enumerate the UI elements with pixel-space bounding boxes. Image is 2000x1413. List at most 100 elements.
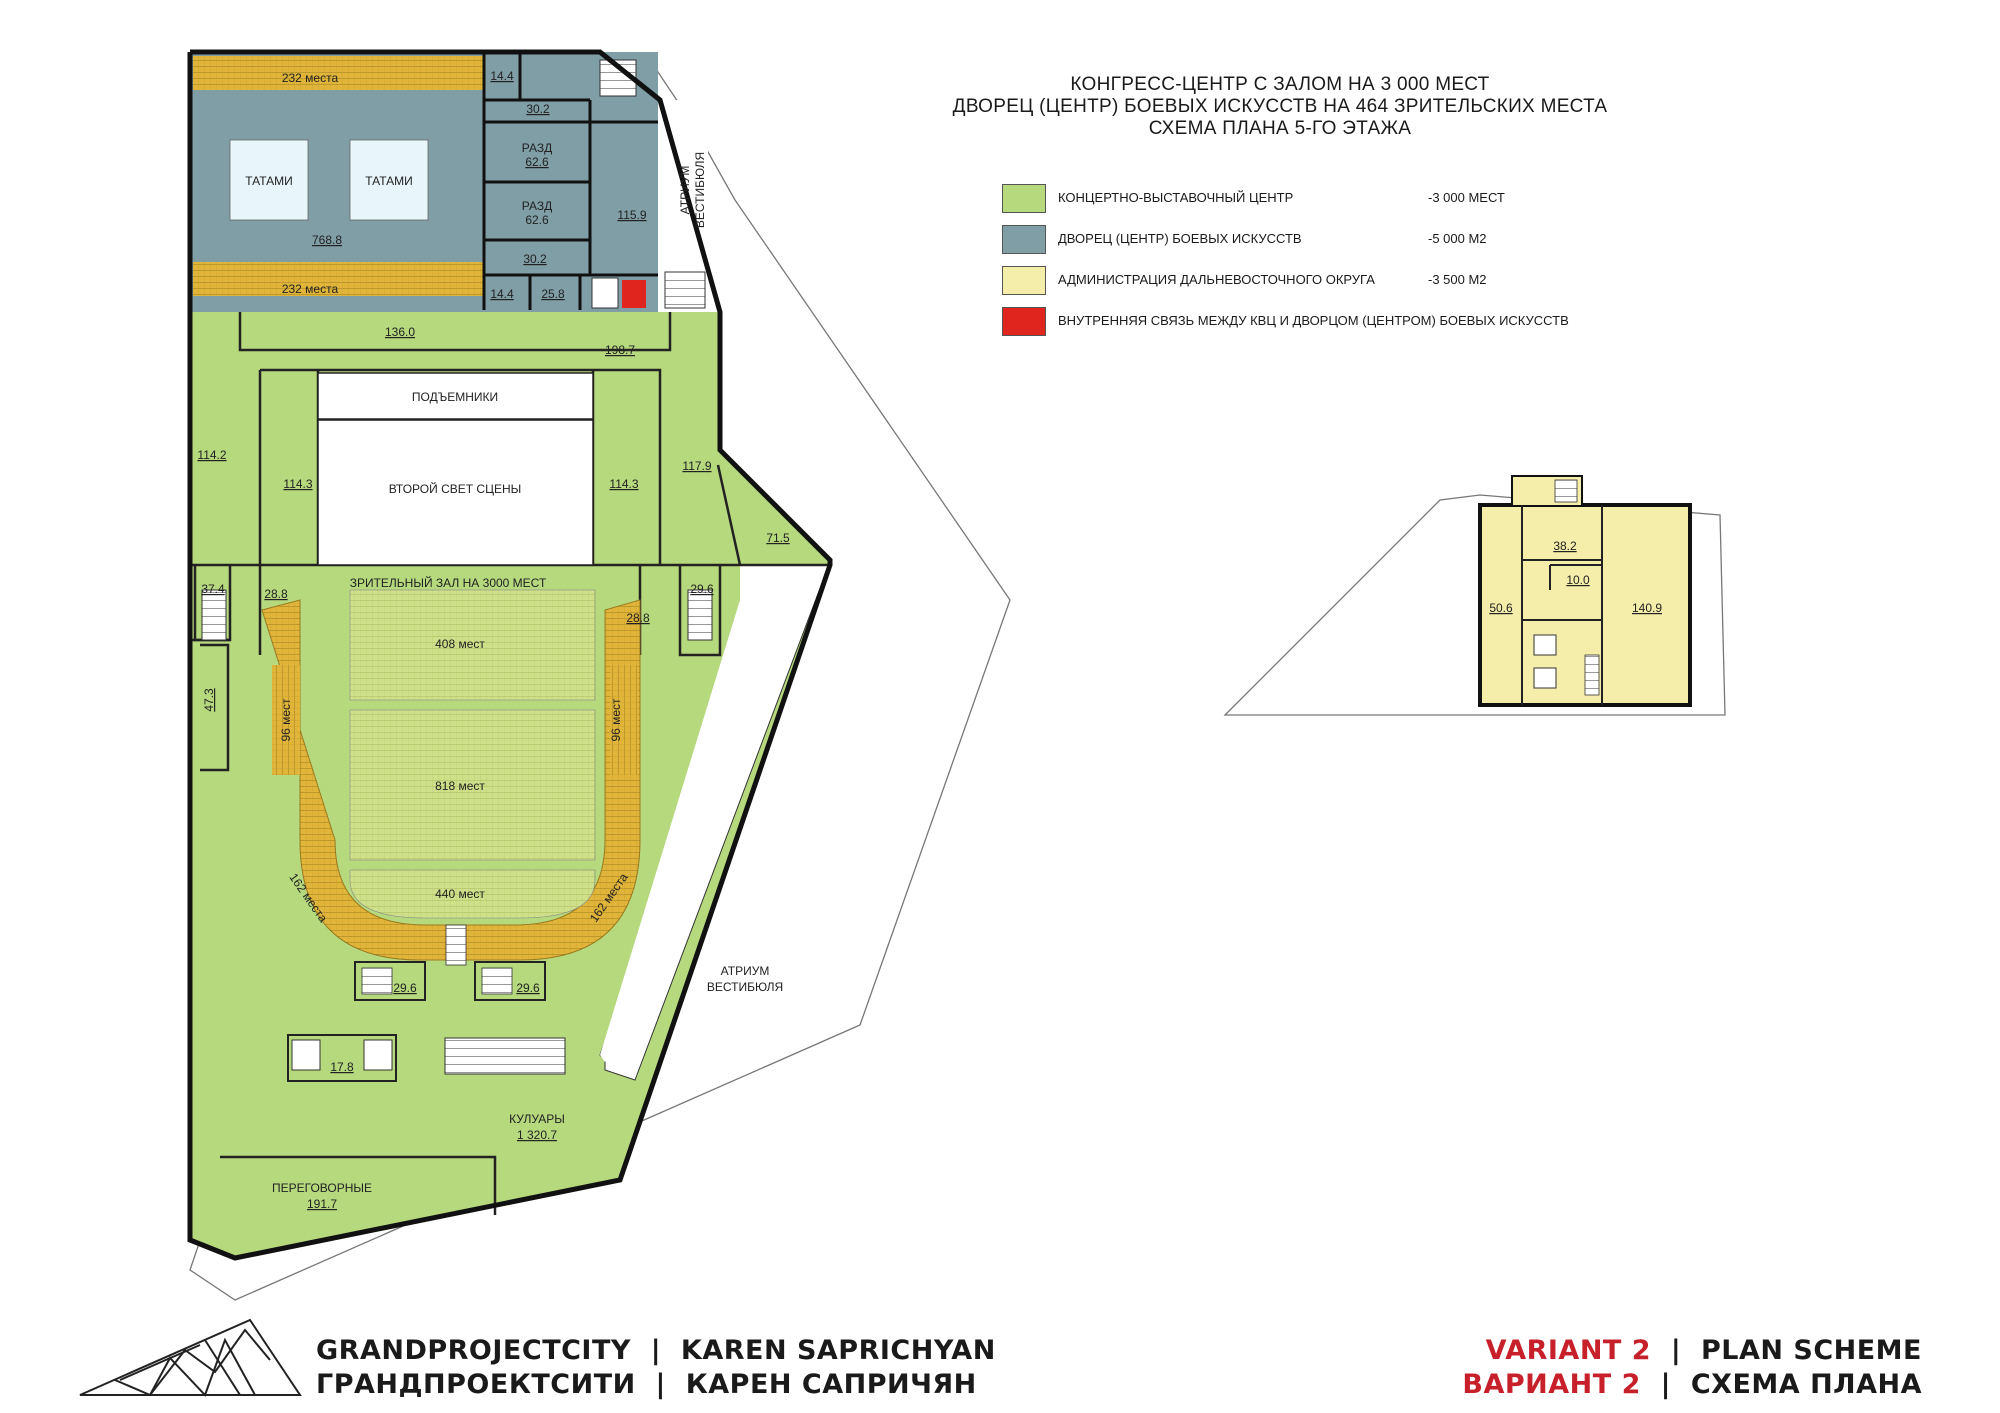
legend-swatch-blue <box>1002 225 1046 254</box>
label-136-0: 136.0 <box>385 325 415 339</box>
label-atrium-1: АТРИУМ <box>721 964 770 978</box>
parterre-408 <box>349 589 596 701</box>
title-line-2: ДВОРЕЦ (ЦЕНТР) БОЕВЫХ ИСКУССТВ НА 464 ЗР… <box>952 96 1608 117</box>
logo <box>79 1318 302 1397</box>
label-tatami-2: ТАТАМИ <box>365 174 413 188</box>
label-atrium-2: ВЕСТИБЮЛЯ <box>707 980 783 994</box>
label-lifts: ПОДЪЕМНИКИ <box>412 390 498 404</box>
variant-en: VARIANT 2 <box>1485 1335 1652 1366</box>
label-38-2: 38.2 <box>1553 539 1577 553</box>
label-hall-area: 768.8 <box>312 233 342 247</box>
auditorium-bowl <box>261 599 641 961</box>
label-28-8-right: 28.8 <box>626 611 650 625</box>
label-47-3: 47.3 <box>202 688 216 712</box>
scheme-ru: | СХЕМА ПЛАНА <box>1640 1369 1922 1400</box>
legend-label: ДВОРЕЦ (ЦЕНТР) БОЕВЫХ ИСКУССТВ <box>1058 231 1302 246</box>
label-29-6-bl: 29.6 <box>393 981 417 995</box>
label-seats-408: 408 мест <box>435 637 485 651</box>
label-10-0: 10.0 <box>1566 573 1590 587</box>
label-198-7: 198.7 <box>605 343 635 357</box>
footer-variant-ru: ВАРИАНТ 2 | СХЕМА ПЛАНА <box>1462 1368 1922 1402</box>
admin-stair <box>1554 479 1578 503</box>
label-second-light: ВТОРОЙ СВЕТ СЦЕНЫ <box>389 481 522 496</box>
stair-right <box>687 589 713 641</box>
outer-wall <box>187 49 833 1261</box>
tribune-bottom <box>193 262 483 296</box>
label-seats-side-left: 96 мест <box>279 698 293 742</box>
title-block: КОНГРЕСС-ЦЕНТР С ЗАЛОМ НА 3 000 МЕСТ ДВО… <box>900 74 1660 140</box>
label-14-4-bottom: 14.4 <box>490 287 514 301</box>
label-seats-440: 440 мест <box>435 887 485 901</box>
side-seats-right <box>610 665 638 775</box>
label-razd-1-area: 62.6 <box>525 155 549 169</box>
label-14-4-top: 14.4 <box>490 69 514 83</box>
footer-variant-en: VARIANT 2 | PLAN SCHEME <box>1462 1334 1922 1368</box>
tatami-1 <box>229 139 309 221</box>
lift-a <box>291 1039 321 1071</box>
label-seats-side-right: 96 мест <box>609 698 623 742</box>
legend-label: КОНЦЕРТНО-ВЫСТАВОЧНЫЙ ЦЕНТР <box>1058 190 1294 205</box>
label-atrium-top-2: ВЕСТИБЮЛЯ <box>693 152 707 228</box>
stair-bl <box>361 967 393 995</box>
tribune-top <box>193 56 483 90</box>
label-29-6-br: 29.6 <box>516 981 540 995</box>
label-tatami-1: ТАТАМИ <box>245 174 293 188</box>
stair-br <box>481 967 513 995</box>
label-117-9: 117.9 <box>682 459 711 473</box>
parterre-818 <box>349 709 596 861</box>
legend-value: -3 500 М2 <box>1428 272 1487 287</box>
title-line-3: СХЕМА ПЛАНА 5-ГО ЭТАЖА <box>1148 118 1412 139</box>
label-30-2-bottom: 30.2 <box>523 252 547 266</box>
label-hall-title: ЗРИТЕЛЬНЫЙ ЗАЛ НА 3000 МЕСТ <box>350 575 547 590</box>
label-71-5: 71.5 <box>766 531 790 545</box>
label-razd-1: РАЗД <box>522 141 552 155</box>
tatami-2 <box>349 139 429 221</box>
label-37-4: 37.4 <box>201 582 225 596</box>
footer-credits: GRANDPROJECTCITY | KAREN SAPRICHYAN ГРАН… <box>316 1334 996 1402</box>
stair-atrium <box>664 271 706 309</box>
site-outline <box>189 59 1011 1301</box>
admin-lift-a <box>1533 634 1557 656</box>
admin-lift-b <box>1533 667 1557 689</box>
stair-left <box>201 589 227 641</box>
label-kuluary-area: 1 320.7 <box>517 1128 557 1142</box>
label-114-3-right: 114.3 <box>609 477 638 491</box>
side-seats-left <box>272 665 300 775</box>
label-115-9: 115.9 <box>617 208 646 222</box>
label-seats-top: 232 места <box>282 71 339 85</box>
footer-credits-en: GRANDPROJECTCITY | KAREN SAPRICHYAN <box>316 1335 996 1366</box>
label-17-8: 17.8 <box>330 1060 354 1074</box>
legend-swatch-green <box>1002 184 1046 213</box>
lifts <box>317 372 594 420</box>
admin-walls <box>1521 505 1603 705</box>
label-seats-bottom: 232 места <box>282 282 339 296</box>
lift-b <box>363 1039 393 1071</box>
admin-stair-2 <box>1584 654 1600 696</box>
legend-label: АДМИНИСТРАЦИЯ ДАЛЬНЕВОСТОЧНОГО ОКРУГА <box>1058 272 1375 287</box>
legend-value: -3 000 МЕСТ <box>1428 190 1505 205</box>
label-negotiation-area: 191.7 <box>307 1197 337 1211</box>
footer-variant: VARIANT 2 | PLAN SCHEME ВАРИАНТ 2 | СХЕМ… <box>1462 1334 1922 1402</box>
label-atrium-top-1: АТРИУМ <box>678 166 692 215</box>
lobby-small <box>591 277 619 309</box>
label-50-6: 50.6 <box>1489 601 1513 615</box>
legend-swatch-yellow <box>1002 266 1046 295</box>
escalators <box>444 1037 566 1075</box>
atrium-cut <box>600 566 828 1062</box>
scheme-en: | PLAN SCHEME <box>1651 1335 1922 1366</box>
internal-link <box>622 280 646 308</box>
label-negotiation: ПЕРЕГОВОРНЫЕ <box>272 1181 372 1195</box>
label-30-2-top: 30.2 <box>526 102 550 116</box>
variant-ru: ВАРИАНТ 2 <box>1462 1369 1641 1400</box>
title-line-1: КОНГРЕСС-ЦЕНТР С ЗАЛОМ НА 3 000 МЕСТ <box>1070 74 1490 95</box>
legend-label: ВНУТРЕННЯЯ СВЯЗЬ МЕЖДУ КВЦ И ДВОРЦОМ (ЦЕ… <box>1058 313 1569 328</box>
second-light <box>317 419 594 566</box>
parterre-440 <box>349 869 596 919</box>
label-28-8-left: 28.8 <box>264 587 288 601</box>
legend-value: -5 000 М2 <box>1428 231 1487 246</box>
legend-swatch-red <box>1002 307 1046 336</box>
aisle <box>445 924 467 966</box>
label-razd-2-area: 62.6 <box>525 213 549 227</box>
martial-walls <box>482 52 658 310</box>
